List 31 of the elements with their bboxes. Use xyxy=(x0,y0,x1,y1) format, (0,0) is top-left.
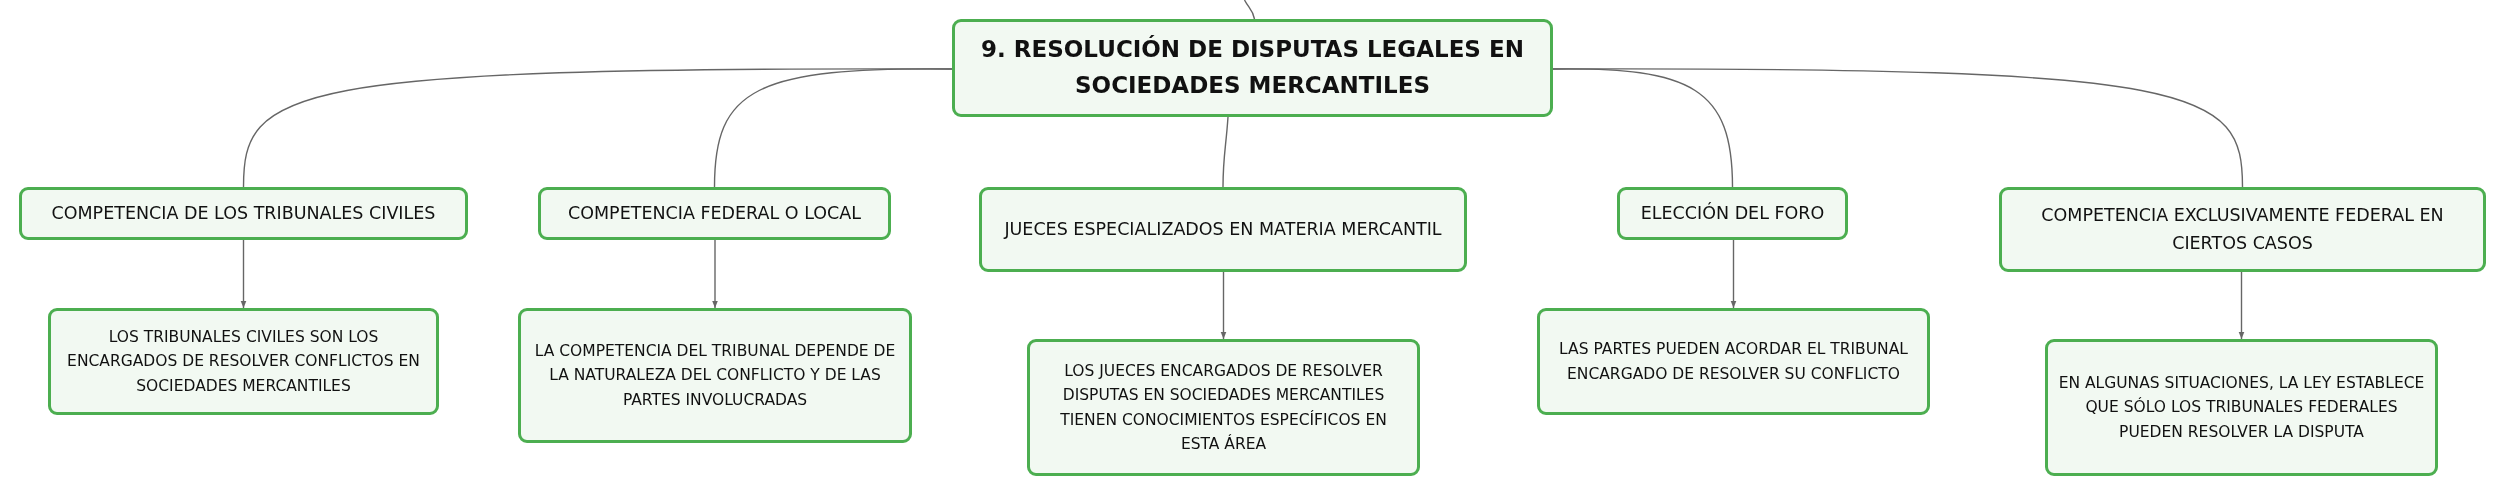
subtopic-box xyxy=(1617,187,1848,240)
arrow xyxy=(240,239,247,309)
topic-text: LOS JUECES ENCARGADOS DE RESOLVER DISPUTAS EN SOCIEDADES MERCANTILES TIENEN CONOCIMIENTOS ESPECÍFICOS EN ESTA ÁREA xyxy=(1059,361,1388,455)
topic-text: COMPETENCIA FEDERAL O LOCAL xyxy=(568,201,861,225)
subtopic-box xyxy=(2045,339,2438,476)
subtopic-box xyxy=(19,187,468,240)
topic-text: ELECCIÓN DEL FORO xyxy=(1640,201,1825,225)
topic-text: COMPETENCIA EXCLUSIVAMENTE FEDERAL EN CIERTOS CASOS xyxy=(2040,204,2445,255)
connector-line xyxy=(1243,0,1256,20)
topic-box xyxy=(952,19,1553,117)
subtopic-box xyxy=(979,187,1467,272)
topic-text: LAS PARTES PUEDEN ACORDAR EL TRIBUNAL ENCARGADO DE RESOLVER SU CONFLICTO xyxy=(1558,339,1909,385)
topic-text: LA COMPETENCIA DEL TRIBUNAL DEPENDE DE LA NATURALEZA DEL CONFLICTO Y DE LAS PARTES INVOLUCRADAS xyxy=(533,341,897,411)
subtopic-box xyxy=(1999,187,2486,272)
topic-text: JUECES ESPECIALIZADOS EN MATERIA MERCANTIL xyxy=(1004,217,1442,241)
connector-line xyxy=(1552,68,2244,188)
arrow xyxy=(1730,239,1737,309)
subtopic-box xyxy=(48,308,439,415)
connector-line xyxy=(713,68,953,188)
subtopic-box xyxy=(518,308,912,443)
topic-text: LOS TRIBUNALES CIVILES SON LOS ENCARGADOS DE RESOLVER CONFLICTOS EN SOCIEDADES MERCANTILES xyxy=(66,327,421,397)
arrow xyxy=(1220,271,1227,340)
subtopic-box xyxy=(538,187,891,240)
subtopic-box xyxy=(1537,308,1930,415)
arrow xyxy=(2238,271,2245,340)
topic-title: 9. RESOLUCIÓN DE DISPUTAS LEGALES EN SOCIEDADES MERCANTILES xyxy=(980,34,1525,100)
topic-text: EN ALGUNAS SITUACIONES, LA LEY ESTABLECE QUE SÓLO LOS TRIBUNALES FEDERALES PUEDEN RESOLVER LA DISPUTA xyxy=(2058,373,2425,443)
connector-line xyxy=(1222,116,1229,188)
topic-text: COMPETENCIA DE LOS TRIBUNALES CIVILES xyxy=(51,201,436,225)
arrow xyxy=(712,239,718,309)
subtopic-box xyxy=(1027,339,1420,476)
